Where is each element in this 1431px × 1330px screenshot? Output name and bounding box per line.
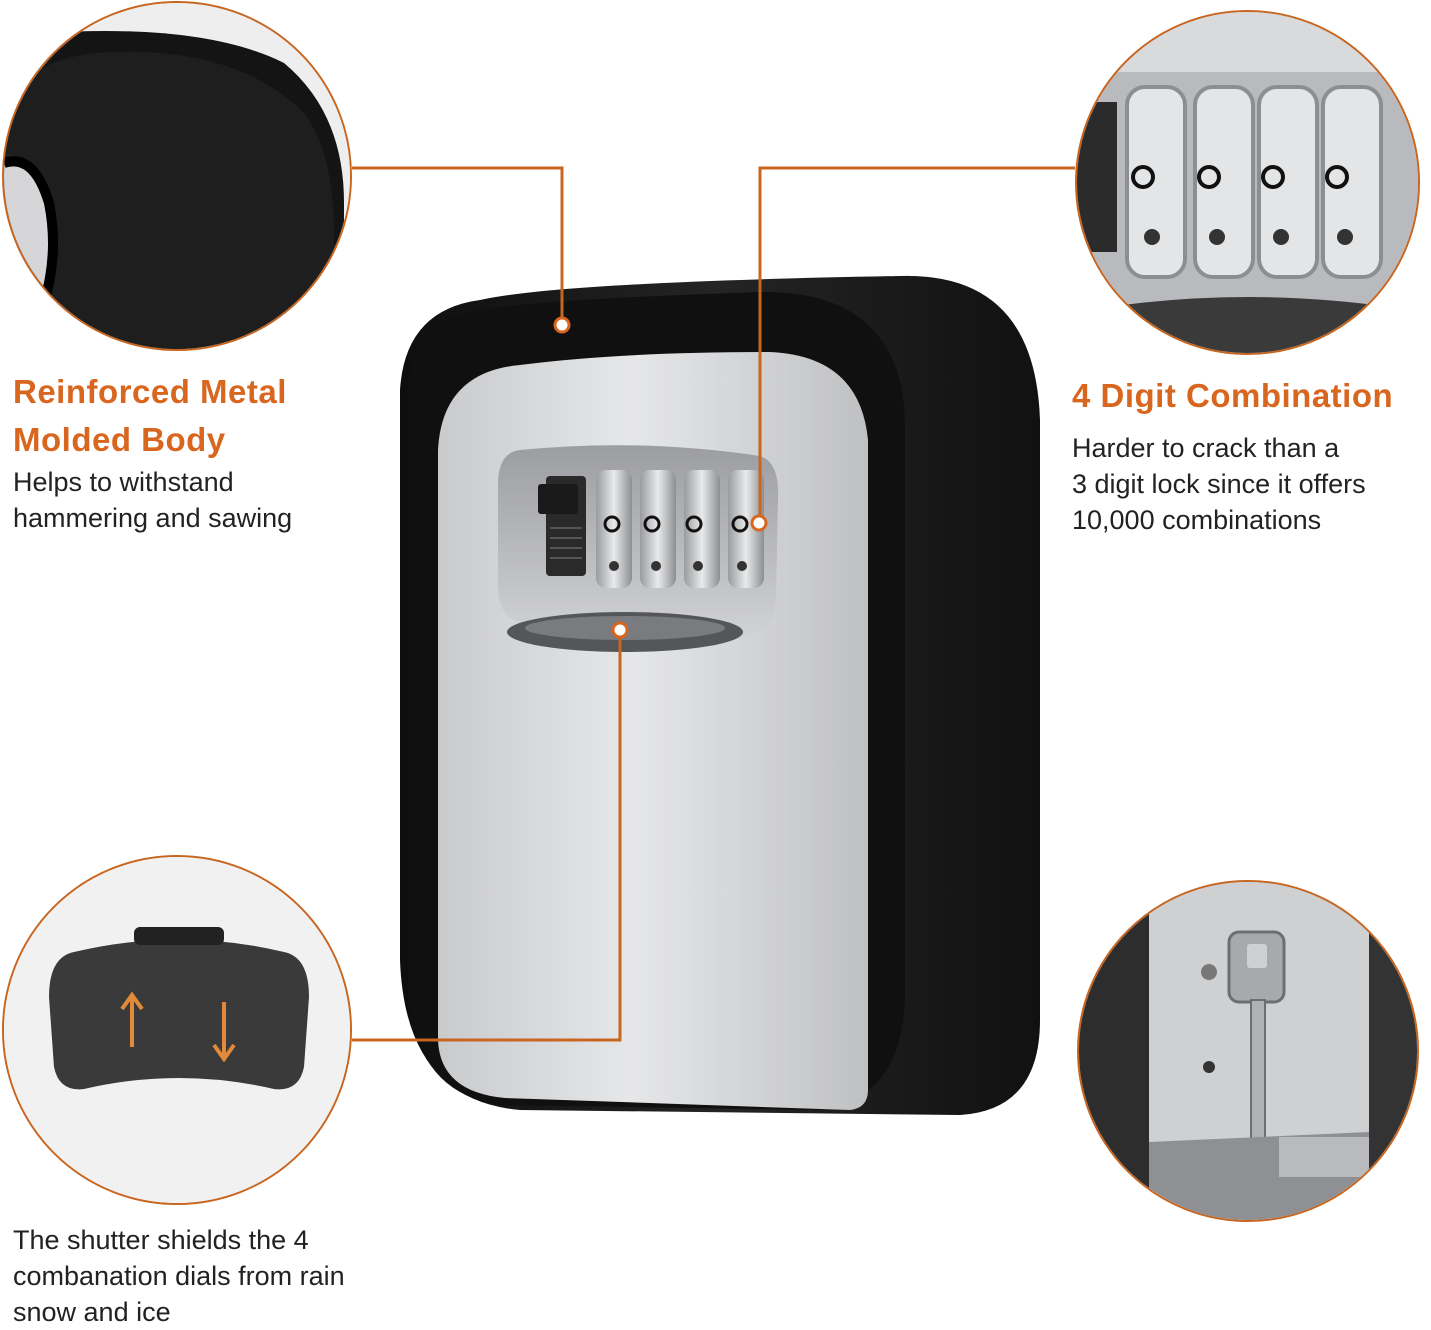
- detail-circle-dials: [1075, 10, 1420, 355]
- body-feature-desc-line2: hammering and sawing: [13, 503, 293, 533]
- combination-feature-desc-line3: 10,000 combinations: [1072, 505, 1322, 535]
- body-feature-title-line2: Molded Body: [13, 421, 226, 458]
- dial-4: [728, 470, 764, 588]
- dial-3: [684, 470, 720, 588]
- shutter-feature-desc-line3: snow and ice: [13, 1297, 171, 1327]
- combination-feature-title: 4 Digit Combination: [1072, 377, 1394, 414]
- dial-1: [596, 470, 632, 588]
- up-arrow-icon: [120, 991, 144, 1047]
- down-arrow-icon: [212, 1002, 236, 1063]
- body-feature-desc-line1: Helps to withstand: [13, 467, 234, 497]
- leader-lines: [352, 166, 1075, 1042]
- combination-feature-desc-line2: 3 digit lock since it offers: [1072, 469, 1366, 499]
- leader-line-combination: [758, 166, 1075, 520]
- leader-line-shutter: [352, 630, 622, 1042]
- leader-dots: [553, 316, 768, 639]
- shutter-feature-desc-line2: combanation dials from rain: [13, 1261, 345, 1291]
- key-icon: [1227, 930, 1286, 1151]
- leader-line-body: [352, 166, 564, 322]
- shutter-feature-desc-line1: The shutter shields the 4: [13, 1225, 309, 1255]
- body-feature-title-line1: Reinforced Metal: [13, 373, 287, 410]
- detail-circle-key-interior: [1077, 880, 1419, 1222]
- release-slider: [538, 476, 586, 576]
- dial-2: [640, 470, 676, 588]
- detail-circle-body-corner: [2, 1, 352, 351]
- shutter-cover: [49, 939, 309, 1090]
- combination-feature-desc-line1: Harder to crack than a: [1072, 433, 1340, 463]
- combination-dials: [596, 470, 764, 588]
- detail-circle-shutter: [2, 855, 352, 1205]
